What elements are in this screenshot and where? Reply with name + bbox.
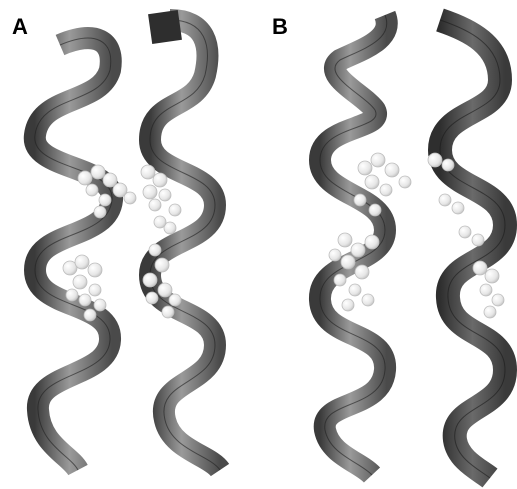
panel-b-helix-right bbox=[440, 20, 505, 478]
panel-a-helix-right bbox=[148, 10, 220, 470]
panel-a-helix-left bbox=[35, 38, 112, 470]
